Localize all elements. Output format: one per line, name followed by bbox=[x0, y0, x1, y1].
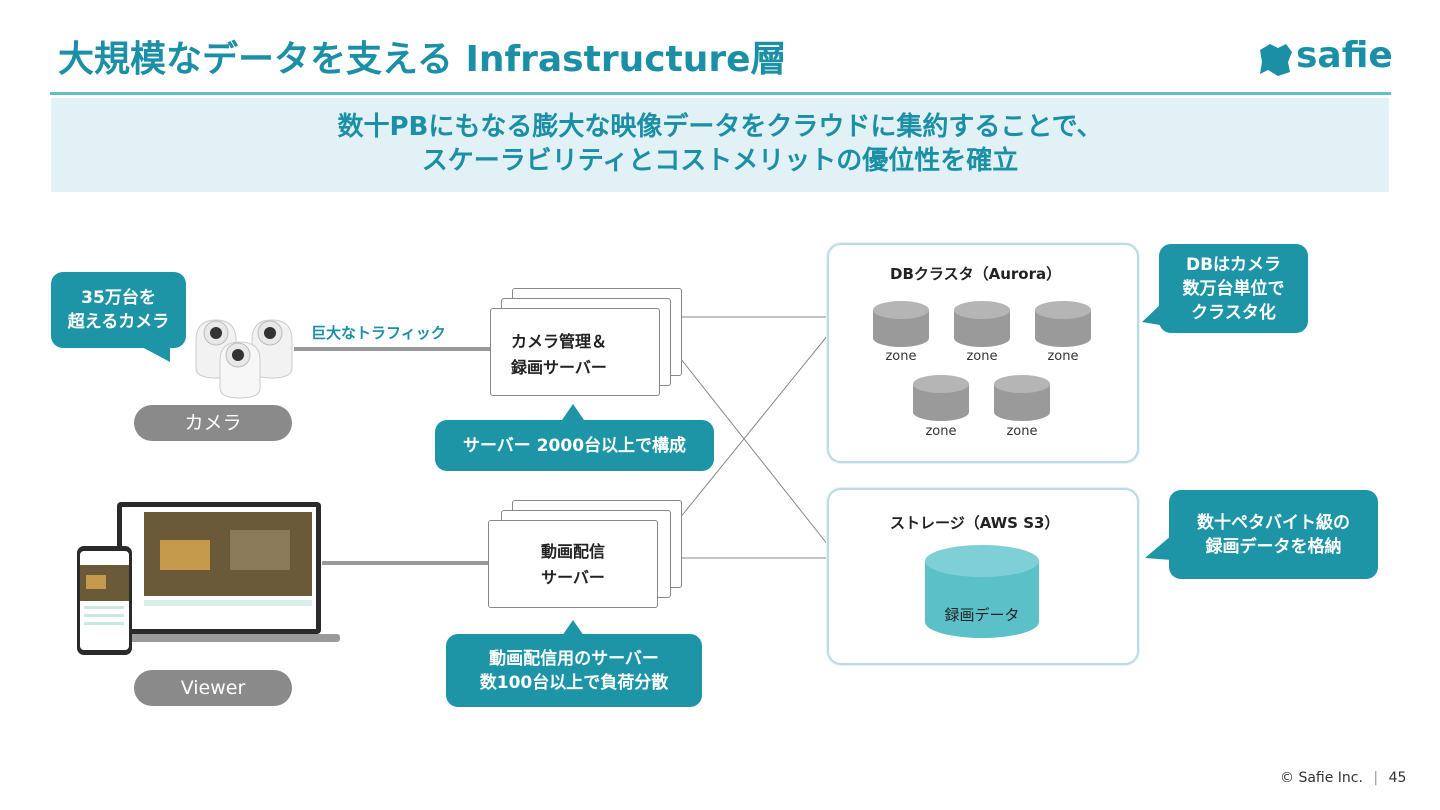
storage-note: 数十ペタバイト級の 録画データを格納 bbox=[1169, 490, 1378, 579]
safie-mark-icon bbox=[1260, 44, 1292, 76]
zone-label: zone bbox=[966, 349, 998, 364]
camera-bubble-line-2: 超えるカメラ bbox=[67, 312, 170, 332]
delivery-to-db-line bbox=[657, 334, 829, 546]
title-divider bbox=[50, 92, 1391, 95]
safie-logo: safie bbox=[1256, 35, 1396, 78]
db-cluster-panel bbox=[827, 243, 1139, 463]
db-cluster-title: DBクラスタ（Aurora） bbox=[890, 265, 1062, 283]
db-note-line-2: 数万台単位で bbox=[1182, 278, 1285, 299]
storage-cylinder-label: 録画データ bbox=[944, 606, 1020, 624]
recorder-count-note: サーバー 2000台以上で構成 bbox=[435, 420, 714, 471]
copyright-text: © Safie Inc. bbox=[1280, 770, 1363, 786]
storage-note-line-2: 録画データを格納 bbox=[1205, 536, 1342, 557]
delivery-server-line-2: サーバー bbox=[541, 568, 605, 587]
db-cluster-note: DBはカメラ 数万台単位で クラスタ化 bbox=[1159, 244, 1308, 333]
recorder-to-storage-line bbox=[657, 329, 829, 546]
delivery-server-card: 動画配信 サーバー bbox=[488, 520, 658, 608]
page-number: 45 bbox=[1388, 770, 1407, 786]
db-cylinder-icon bbox=[1035, 301, 1091, 347]
laptop-icon bbox=[100, 502, 340, 642]
camera-count-bubble: 35万台を 超えるカメラ bbox=[51, 272, 186, 348]
smartphone-icon bbox=[77, 546, 132, 655]
recording-server-card: カメラ管理＆ 録画サーバー bbox=[490, 308, 660, 396]
zone-label: zone bbox=[1047, 349, 1079, 364]
recorder-note-text: サーバー 2000台以上で構成 bbox=[462, 435, 687, 456]
db-cylinder-icon bbox=[954, 301, 1010, 347]
delivery-count-note: 動画配信用のサーバー 数100台以上で負荷分散 bbox=[446, 634, 702, 707]
delivery-server-line-1: 動画配信 bbox=[540, 542, 605, 561]
page-title: 大規模なデータを支える Infrastructure層 bbox=[58, 39, 787, 80]
viewer-label-pill: Viewer bbox=[134, 670, 292, 706]
db-note-line-1: DBはカメラ bbox=[1185, 254, 1282, 275]
banner-line-1: 数十PBにもなる膨大な映像データをクラウドに集約することで、 bbox=[337, 112, 1103, 142]
storage-title: ストレージ（AWS S3） bbox=[890, 514, 1060, 532]
zone-label: zone bbox=[925, 424, 957, 439]
footer-separator: | bbox=[1373, 770, 1379, 786]
summary-banner: 数十PBにもなる膨大な映像データをクラウドに集約することで、 スケーラビリティと… bbox=[51, 98, 1389, 192]
footer: © Safie Inc. | 45 bbox=[1280, 770, 1406, 786]
traffic-label: 巨大なトラフィック bbox=[311, 324, 446, 342]
camera-bubble-line-1: 35万台を bbox=[81, 288, 156, 308]
camera-2-icon bbox=[251, 319, 293, 379]
recording-server-line-2: 録画サーバー bbox=[511, 358, 607, 377]
delivery-note-line-1: 動画配信用のサーバー bbox=[489, 648, 659, 669]
zone-label: zone bbox=[885, 349, 917, 364]
delivery-note-line-2: 数100台以上で負荷分散 bbox=[479, 672, 669, 693]
banner-line-2: スケーラビリティとコストメリットの優位性を確立 bbox=[421, 146, 1019, 176]
zone-label: zone bbox=[1006, 424, 1038, 439]
db-cylinder-icon bbox=[913, 375, 969, 421]
storage-note-line-1: 数十ペタバイト級の bbox=[1197, 512, 1350, 533]
camera-3-icon bbox=[219, 341, 261, 399]
db-note-line-3: クラスタ化 bbox=[1191, 302, 1276, 323]
db-cylinder-icon bbox=[994, 375, 1050, 421]
db-cylinder-icon bbox=[873, 301, 929, 347]
safie-logo-text: safie bbox=[1296, 35, 1393, 76]
recording-server-line-1: カメラ管理＆ bbox=[511, 332, 608, 351]
camera-label-pill: カメラ bbox=[134, 405, 292, 441]
